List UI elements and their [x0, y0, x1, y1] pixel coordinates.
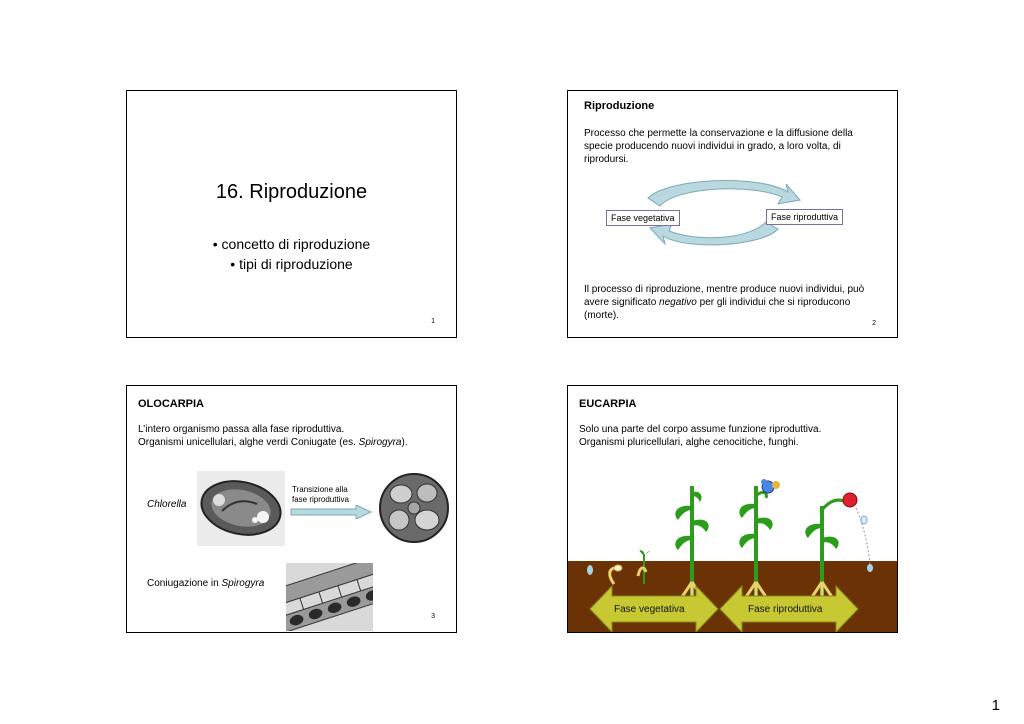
slide-4-description: Solo una parte del corpo assume funzione…: [579, 423, 894, 449]
label-coniugazione: Coniugazione in Spirogyra: [147, 577, 264, 590]
slide-4-heading: EUCARPIA: [579, 398, 637, 410]
cycle-arrow-bottom: [649, 221, 779, 246]
coniugazione-text: Coniugazione in: [147, 578, 222, 589]
chlorella-micrograph: [197, 471, 285, 546]
slide-3: OLOCARPIA L’intero organismo passa alla …: [126, 385, 457, 633]
slide-3-description: L’intero organismo passa alla fase ripro…: [138, 423, 453, 449]
slide-2-definition: Processo che permette la conservazione e…: [584, 128, 853, 165]
slide-1-title: 16. Riproduzione: [215, 181, 368, 203]
slide-2-note: Il processo di riproduzione, mentre prod…: [584, 283, 884, 322]
note-text-1: Il processo di riproduzione, mentre prod…: [584, 284, 865, 308]
young-plant-icon: [675, 486, 709, 606]
olocarpia-line-1: L’intero organismo passa alla fase ripro…: [138, 424, 345, 435]
bullet-concetto: • concetto di riproduzione: [212, 236, 371, 252]
note-text-2: per gli individui che si riproducono (mo…: [584, 297, 851, 321]
slide-4: EUCARPIA Solo una parte del corpo assume…: [567, 385, 898, 633]
coniugazione-emphasis: Spirogyra: [221, 578, 265, 589]
arrow-vegetativa-graphic: [589, 584, 719, 632]
slide-1-number: 1: [431, 318, 435, 325]
plant-growth-illustration: [587, 479, 873, 632]
line2-emphasis: Spirogyra: [358, 437, 402, 448]
phase-box-riproduttiva: Fase riproduttiva: [766, 209, 844, 225]
slide-2-heading: Riproduzione: [584, 100, 655, 112]
slide-2-number: 2: [872, 320, 876, 327]
line2-end: ).: [401, 437, 408, 448]
slide-3-heading: OLOCARPIA: [138, 398, 204, 410]
fruiting-plant-icon: [805, 492, 873, 606]
note-emphasis: negativo: [659, 297, 697, 308]
arrow-label-vegetativa: Fase vegetativa: [614, 604, 685, 615]
page-number: 1: [991, 697, 1000, 714]
seedling-icon: [608, 564, 623, 585]
slide-3-number: 3: [431, 613, 435, 620]
cycle-arrow-top: [647, 180, 801, 207]
eucarpia-line-2: Organismi pluricellulari, alghe cenociti…: [579, 437, 799, 448]
phase-box-vegetativa: Fase vegetativa: [606, 210, 680, 226]
arrow-label-riproduttiva: Fase riproduttiva: [748, 604, 823, 615]
seed-icon: [587, 565, 593, 575]
eucarpia-line-1: Solo una parte del corpo assume funzione…: [579, 424, 822, 435]
label-chlorella: Chlorella: [147, 499, 187, 510]
spirogyra-micrograph: [286, 563, 373, 631]
flowering-plant-icon: [739, 479, 780, 606]
bullet-tipi: • tipi di riproduzione: [230, 256, 353, 272]
slide-1-bullets: • concetto di riproduzione • tipi di rip…: [127, 234, 456, 274]
cycle-arrows-graphic: [647, 180, 801, 246]
line2-text: Organismi unicellulari, alghe verdi Coni…: [138, 437, 359, 448]
sprout-icon: [636, 549, 650, 584]
slide-1: 16. Riproduzione • concetto di riproduzi…: [126, 90, 457, 338]
slide-2: Riproduzione Processo che permette la co…: [567, 90, 898, 338]
arrow-riproduttiva-graphic: [719, 584, 859, 632]
sporangium-micrograph: [377, 468, 451, 548]
olocarpia-line-2: Organismi unicellulari, alghe verdi Coni…: [138, 436, 453, 449]
transition-arrow: [290, 505, 372, 519]
transition-label: Transizione alla fase riproduttiva: [292, 485, 349, 504]
